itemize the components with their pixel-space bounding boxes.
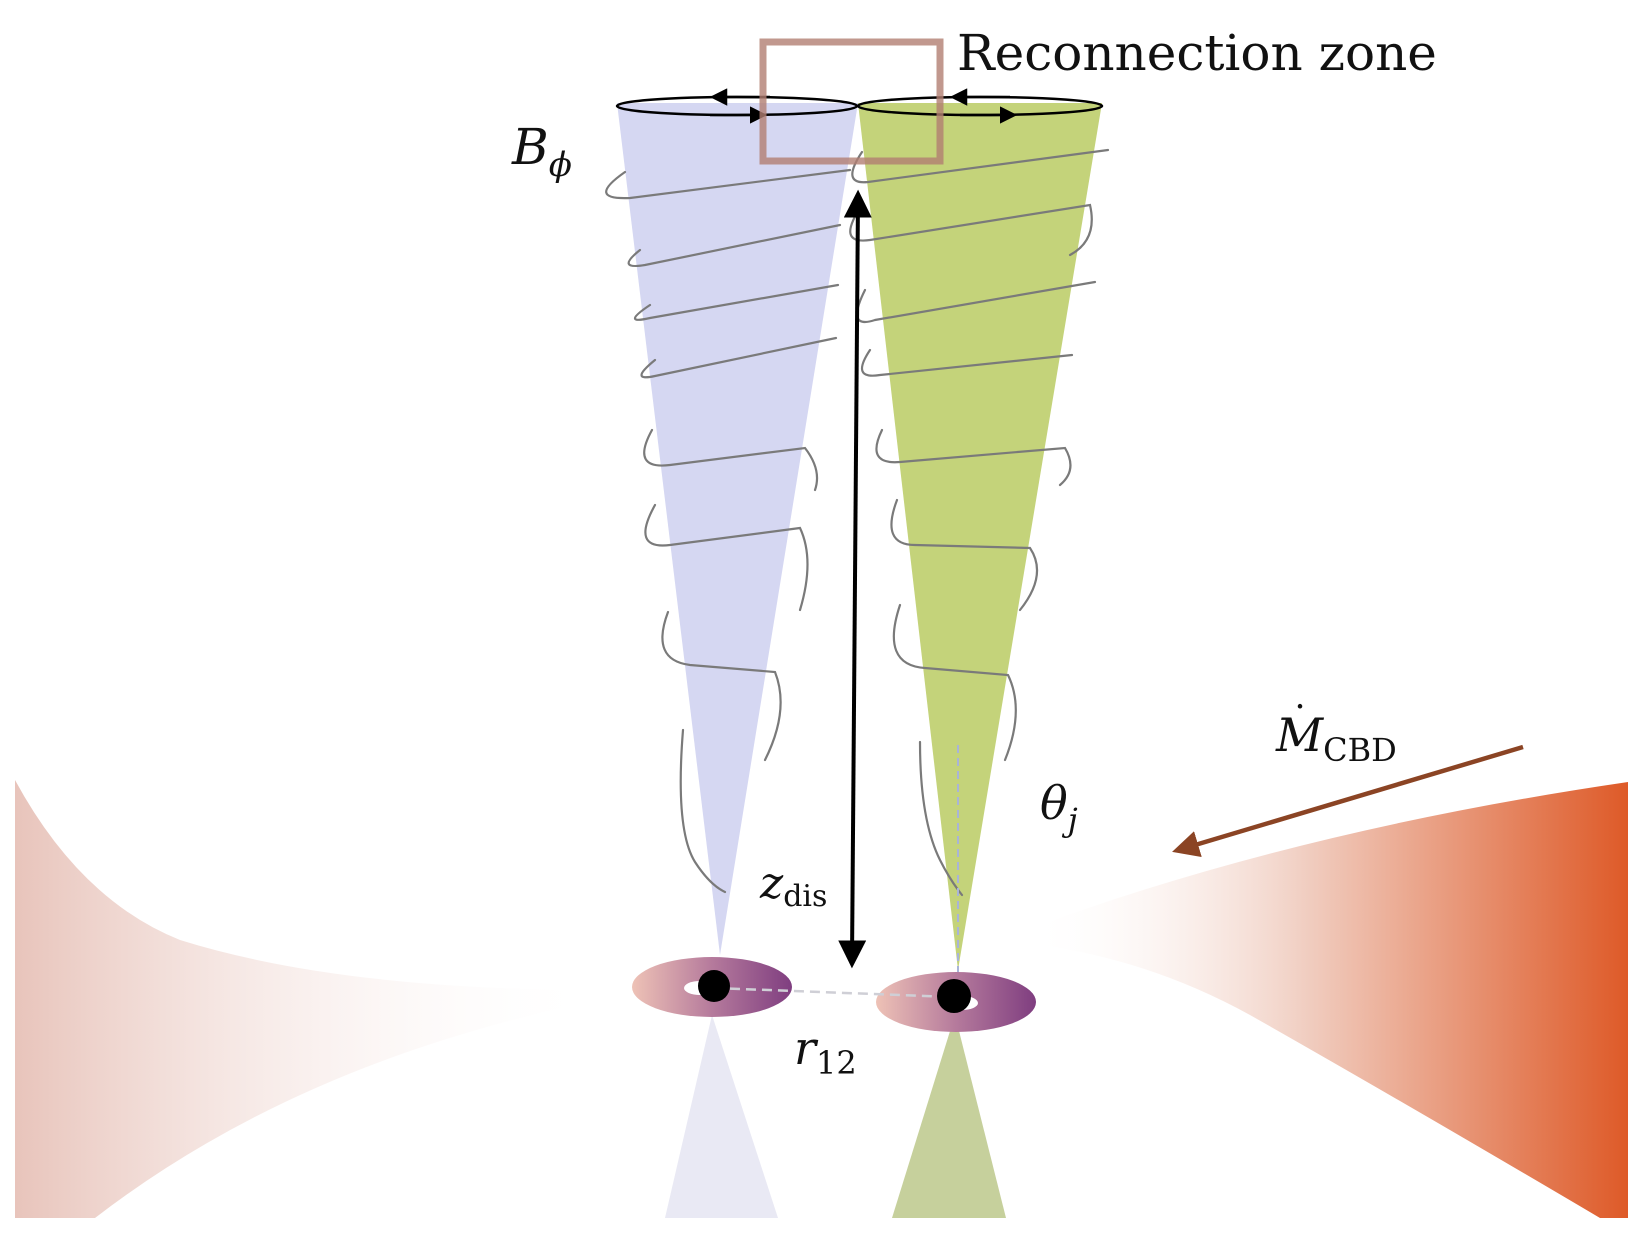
counter-jet-left [665, 1015, 778, 1218]
m-cbd-label: M˙ CBD [1276, 702, 1397, 769]
m-cbd-symbol: M [1276, 708, 1324, 762]
theta-j-sub: j [1067, 801, 1078, 839]
m-cbd-sub: CBD [1323, 731, 1397, 769]
black-hole-right [937, 979, 971, 1013]
reconnection-zone-box [759, 38, 944, 165]
jet-left [617, 103, 858, 955]
z-dis-label: zdis [760, 862, 827, 912]
z-dis-sub: dis [783, 879, 828, 914]
b-phi-label: Bϕ [512, 122, 572, 182]
r12-label: r12 [794, 1025, 857, 1079]
circumbinary-disk-left [15, 780, 600, 1218]
b-phi-symbol: B [512, 118, 549, 176]
inflow-arrow [1172, 744, 1524, 858]
black-hole-left [698, 970, 730, 1002]
r12-sub: 12 [816, 1044, 857, 1082]
z-dis-symbol: z [760, 858, 784, 909]
separation-line [713, 986, 954, 999]
circumbinary-disk-right [1040, 782, 1628, 1218]
theta-j-symbol: θ [1040, 776, 1068, 830]
m-cbd-dot: ˙ [1290, 699, 1310, 745]
r12-symbol: r [794, 1021, 816, 1075]
b-phi-sub: ϕ [548, 145, 572, 185]
helical-field-left [605, 168, 852, 894]
theta-j-label: θj [1040, 780, 1078, 836]
counter-jet-right [892, 1015, 1006, 1218]
z-dis-arrow [838, 189, 872, 969]
jet-right [858, 103, 1102, 970]
reconnection-zone-label: Reconnection zone [957, 24, 1437, 82]
